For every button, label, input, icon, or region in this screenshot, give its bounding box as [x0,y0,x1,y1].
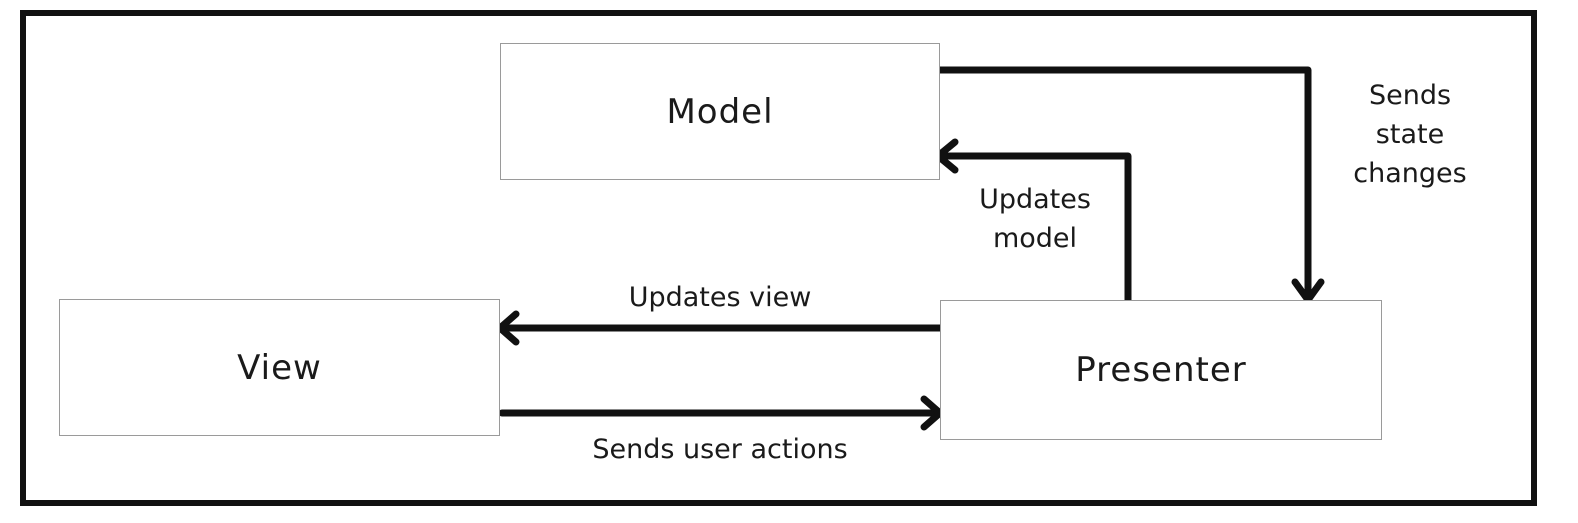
updates-view-label: Updates view [628,282,812,313]
view-box: View [59,299,500,436]
arrowhead-updates-view [496,310,520,346]
sends-state-changes-label: Sends state changes [1353,80,1467,190]
model-label: Model [666,91,774,132]
presenter-label: Presenter [1075,350,1247,390]
arrow-updates-model [938,152,1132,304]
model-box: Model [500,43,940,180]
updates-model-label: Updates model [979,184,1091,255]
presenter-box: Presenter [940,300,1382,440]
sends-user-actions-label: Sends user actions [592,434,848,465]
arrow-sends-state-changes [936,66,1312,300]
view-label: View [237,347,322,388]
